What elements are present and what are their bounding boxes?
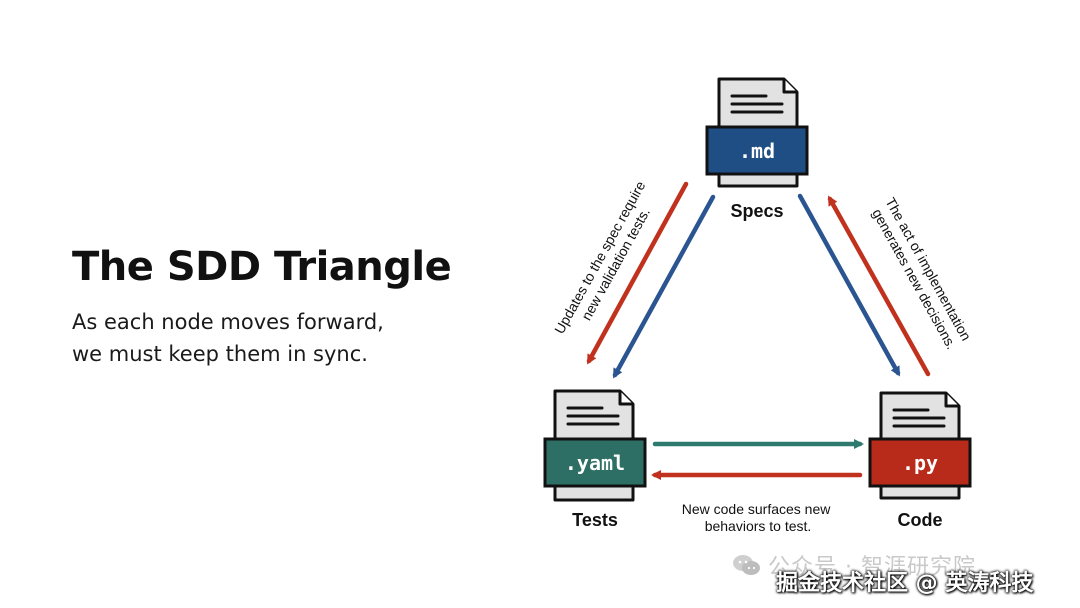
- subtitle-line-1: As each node moves forward,: [72, 310, 384, 334]
- arrow-code-to-specs-red: [827, 195, 931, 377]
- code-label: Code: [898, 510, 943, 530]
- annotation-bottom-line-1: New code surfaces new: [682, 501, 832, 517]
- tests-node: .yaml Tests: [543, 389, 647, 530]
- arrow-specs-to-tests-blue: [612, 194, 716, 379]
- watermark: 公众号 · 智涯研究院 掘金技术社区 @ 英涛科技: [732, 545, 1072, 601]
- annotation-bottom: New code surfaces new behaviors to test.: [682, 501, 835, 534]
- watermark-line-2: 掘金技术社区 @ 英涛科技: [776, 571, 1034, 596]
- subtitle-line-2: we must keep them in sync.: [72, 342, 368, 366]
- arrow-specs-to-code-blue: [797, 193, 901, 377]
- tests-extension-badge: [543, 437, 647, 488]
- page-subtitle: As each node moves forward, we must keep…: [72, 306, 384, 370]
- arrow-specs-to-tests-red: [586, 181, 689, 365]
- specs-extension-badge: [705, 125, 809, 176]
- tests-label: Tests: [572, 510, 618, 530]
- specs-node: .md Specs: [705, 77, 809, 221]
- wechat-icon: [733, 555, 760, 575]
- annotation-left-line-1: Updates to the spec require: [551, 178, 648, 336]
- annotation-bottom-line-2: behaviors to test.: [705, 518, 812, 534]
- code-extension-text: .py: [902, 451, 938, 475]
- code-node: .py Code: [868, 391, 972, 530]
- tests-extension-text: .yaml: [565, 451, 625, 475]
- watermark-line-1: 公众号 · 智涯研究院: [768, 555, 976, 580]
- page-title: The SDD Triangle: [72, 244, 452, 290]
- code-extension-badge: [868, 437, 972, 488]
- annotation-right: The act of implementation generates new …: [868, 195, 977, 355]
- specs-label: Specs: [730, 201, 783, 221]
- specs-extension-text: .md: [739, 139, 775, 163]
